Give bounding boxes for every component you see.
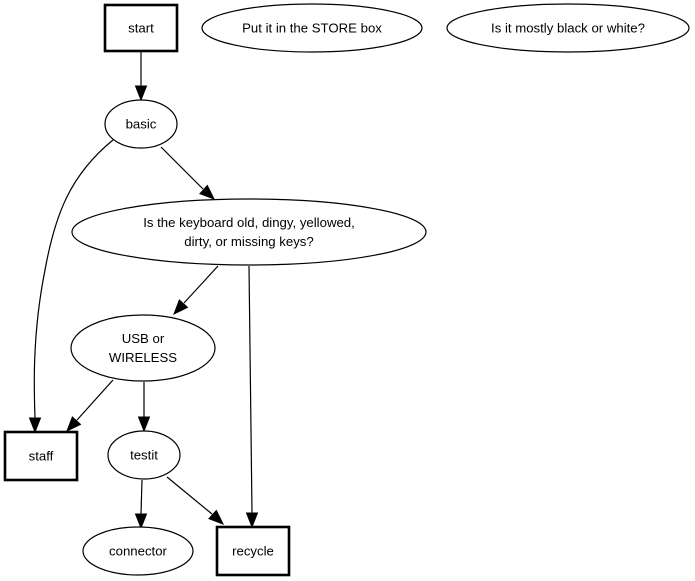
node-usb[interactable]: USB or WIRELESS — [70, 314, 216, 382]
node-blackwhite[interactable]: Is it mostly black or white? — [446, 3, 690, 53]
node-box-shape — [103, 3, 179, 53]
node-label: staff — [29, 449, 54, 464]
node-testit[interactable]: testit — [107, 430, 181, 480]
node-box-shape — [3, 430, 79, 482]
node-start[interactable]: start — [103, 3, 179, 53]
node-old[interactable]: Is the keyboard old, dingy, yellowed, dir… — [71, 198, 427, 266]
node-ellipse-shape — [82, 526, 194, 576]
edge-line — [183, 265, 219, 304]
arrowhead-icon — [208, 509, 225, 525]
arrowhead-icon — [173, 299, 189, 316]
node-label: Put it in the STORE box — [242, 21, 382, 36]
arrowhead-icon — [137, 416, 151, 433]
node-ellipse-shape — [70, 314, 216, 382]
arrowhead-icon — [199, 184, 216, 200]
node-ellipse-shape — [104, 99, 178, 149]
node-ellipse-shape — [446, 3, 690, 53]
edge-line — [166, 476, 213, 515]
node-store[interactable]: Put it in the STORE box — [201, 3, 423, 53]
edge-line — [33, 139, 114, 419]
edge-testit-to-connector — [134, 479, 148, 530]
node-label: testit — [130, 448, 158, 463]
node-ellipse-shape — [71, 198, 427, 266]
arrowhead-icon — [134, 513, 148, 530]
edge-line — [76, 379, 114, 421]
node-label: Is the keyboard old, dingy, yellowed, — [143, 215, 355, 230]
node-label: WIRELESS — [109, 350, 177, 365]
edge-basic-to-staff — [28, 139, 114, 434]
nodes-layer: start Put it in the STORE box Is it mostly… — [3, 3, 690, 577]
node-label: USB or — [122, 331, 165, 346]
arrowhead-icon — [28, 417, 42, 434]
edge-start-to-basic — [134, 51, 148, 102]
edge-old-to-recycle — [245, 265, 259, 529]
node-recycle[interactable]: recycle — [215, 525, 291, 577]
edge-basic-to-old — [160, 146, 216, 200]
edge-usb-to-testit — [137, 382, 151, 433]
node-ellipse-shape — [201, 3, 423, 53]
arrowhead-icon — [245, 512, 259, 529]
node-label: Is it mostly black or white? — [491, 21, 645, 36]
node-label: start — [128, 21, 154, 36]
node-connector[interactable]: connector — [82, 526, 194, 576]
edge-line — [160, 146, 204, 190]
node-label: connector — [109, 544, 168, 559]
node-ellipse-shape — [107, 430, 181, 480]
edge-usb-to-staff — [66, 379, 114, 433]
edge-line — [248, 265, 253, 514]
edge-line — [140, 479, 143, 515]
node-label: dirty, or missing keys? — [184, 234, 313, 249]
edge-testit-to-recycle — [166, 476, 225, 525]
edges-layer — [28, 51, 259, 530]
node-label: basic — [126, 117, 157, 132]
arrowhead-icon — [66, 416, 82, 433]
node-staff[interactable]: staff — [3, 430, 79, 482]
node-label: recycle — [232, 544, 274, 559]
node-basic[interactable]: basic — [104, 99, 178, 149]
node-box-shape — [215, 525, 291, 577]
edge-old-to-usb — [173, 265, 219, 316]
arrowhead-icon — [134, 85, 148, 102]
